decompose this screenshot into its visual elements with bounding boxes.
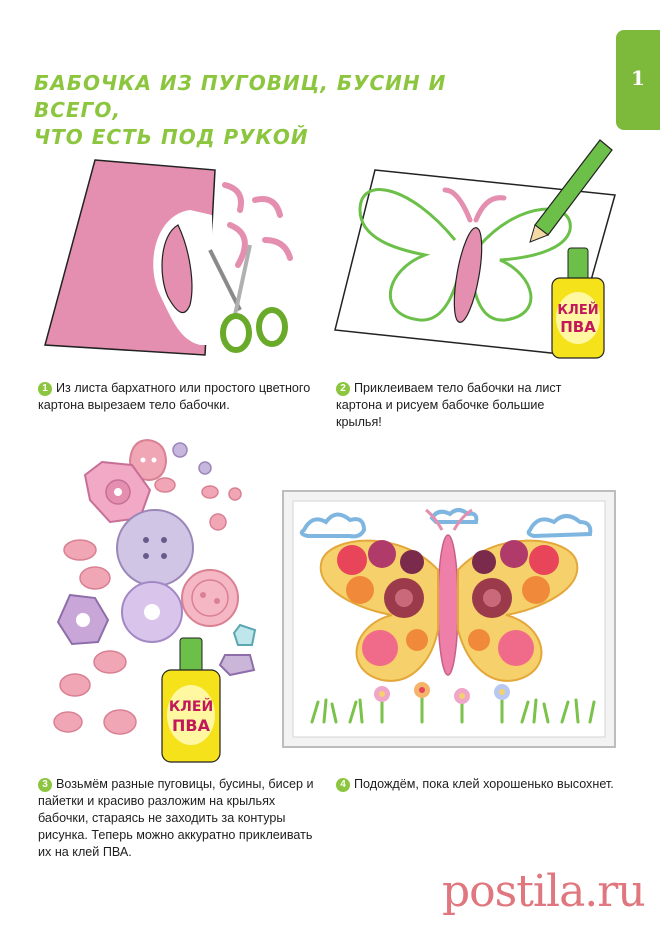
title-line-1: БАБОЧКА ИЗ ПУГОВИЦ, БУСИН И ВСЕГО, xyxy=(34,71,447,122)
page-number: 1 xyxy=(631,66,645,90)
watermark: postila.ru xyxy=(442,866,646,917)
step-2-number: 2 xyxy=(336,382,350,396)
pencil-icon xyxy=(529,139,613,243)
step-4-text: Подождём, пока клей хорошенько высохнет. xyxy=(354,777,614,791)
butterfly-drawing-illustration: КЛЕЙ ПВА xyxy=(334,139,616,359)
glue-label-line-1: КЛЕЙ xyxy=(557,302,598,318)
glue-label-line-2: ПВА xyxy=(560,318,596,336)
glue-label-line-2: ПВА xyxy=(172,716,211,735)
scissors-icon xyxy=(208,244,288,353)
glue-bottle-icon xyxy=(161,637,221,763)
glue-bottle-icon xyxy=(551,247,605,359)
finished-butterfly-picture xyxy=(282,490,616,748)
step-4: 4 Подождём, пока клей хорошенько высохнет… xyxy=(336,776,616,793)
step-3-number: 3 xyxy=(38,778,52,792)
page-number-tab: 1 xyxy=(616,30,660,130)
buttons-beads-illustration: КЛЕЙ ПВА xyxy=(53,438,257,763)
glue-label-line-1: КЛЕЙ xyxy=(169,698,213,715)
step-2-text: Приклеиваем тело бабочки на лист картона… xyxy=(336,381,562,429)
step-4-number: 4 xyxy=(336,778,350,792)
step-1-number: 1 xyxy=(38,382,52,396)
step-3-text: Возьмём разные пуговицы, бусины, бисер и… xyxy=(38,777,314,859)
step-1-text: Из листа бархатного или простого цветног… xyxy=(38,381,311,412)
title-line-2: ЧТО ЕСТЬ ПОД РУКОЙ xyxy=(34,125,309,149)
page-title: БАБОЧКА ИЗ ПУГОВИЦ, БУСИН И ВСЕГО, ЧТО Е… xyxy=(34,70,514,151)
cardboard-scissors-illustration xyxy=(44,159,293,356)
